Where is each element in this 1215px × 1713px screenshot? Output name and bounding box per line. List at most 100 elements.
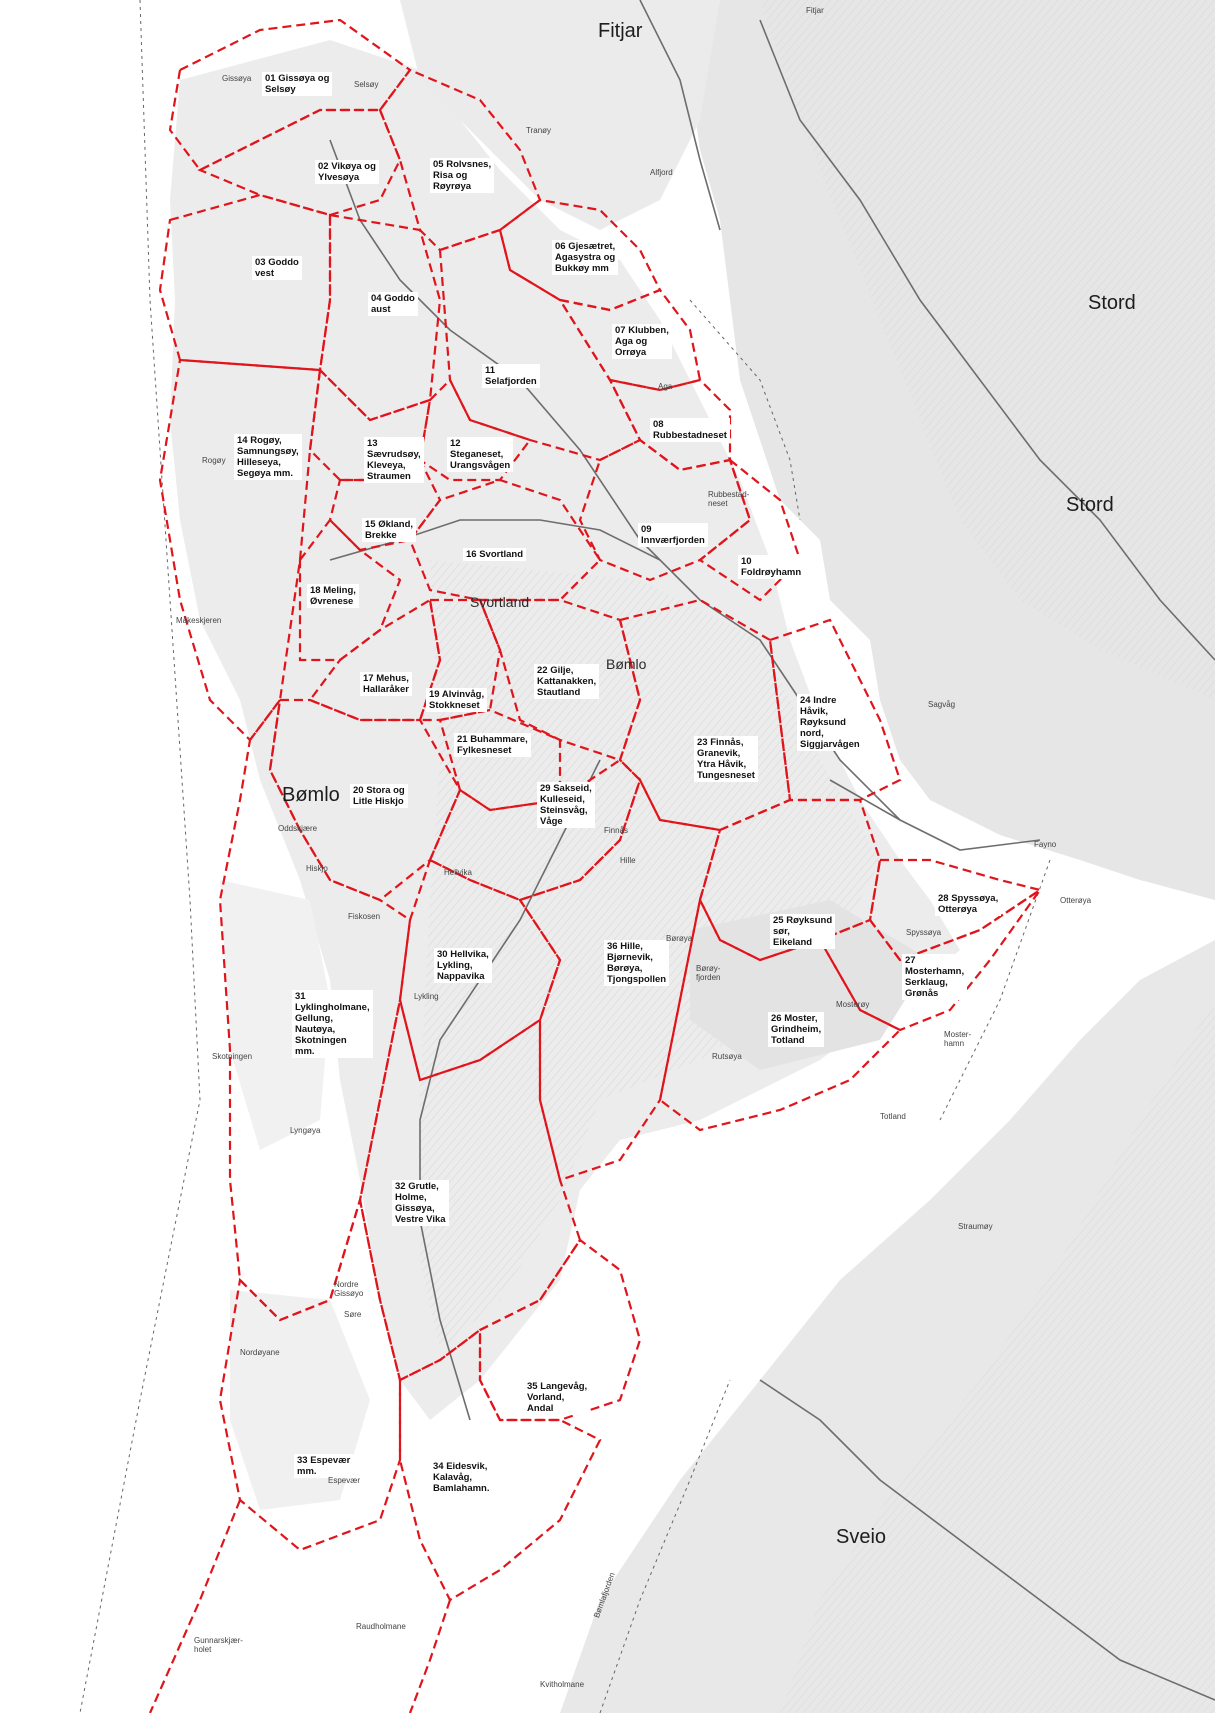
zone-label-24[interactable]: 24 Indre Håvik, Røyksund nord, Siggjarvå… bbox=[797, 694, 863, 751]
zone-label-17[interactable]: 17 Mehus, Hallaråker bbox=[360, 672, 412, 696]
place-stord-center: Stord bbox=[1066, 494, 1114, 516]
zone-label-32[interactable]: 32 Grutle, Holme, Gissøya, Vestre Vika bbox=[392, 1180, 449, 1226]
zone-label-15[interactable]: 15 Økland, Brekke bbox=[362, 518, 417, 542]
ferry-lines bbox=[79, 0, 1051, 1713]
zone-boundary-01 bbox=[168, 18, 412, 172]
zone-label-13[interactable]: 13 Sævrudsøy, Kleveya, Straumen bbox=[364, 437, 424, 483]
zone-label-06[interactable]: 06 Gjesætret, Agasystra og Bukkøy mm bbox=[552, 240, 619, 275]
road-south bbox=[419, 759, 601, 1421]
place-stord-north: Stord bbox=[1088, 292, 1136, 314]
zone-boundary-outer-south2 bbox=[408, 1599, 452, 1713]
zone-boundary-12 bbox=[418, 378, 532, 482]
zone-label-35[interactable]: 35 Langevåg, Vorland, Andal bbox=[524, 1380, 591, 1415]
place-sveio: Sveio bbox=[836, 1526, 887, 1548]
place-gunnarskjaerholet: Gunnarskjær- holet bbox=[194, 1636, 243, 1654]
place-rogoy: Rogøy bbox=[202, 456, 226, 465]
zone-label-25[interactable]: 25 Røyksund sør, Eikeland bbox=[770, 914, 836, 949]
zone-label-05[interactable]: 05 Rolvsnes, Risa og Røyrøya bbox=[430, 158, 495, 193]
place-hille: Hille bbox=[620, 856, 636, 865]
place-bomlo-secondary: Bømlo bbox=[606, 656, 647, 672]
zone-label-22[interactable]: 22 Gilje, Kattanakken, Stautland bbox=[534, 664, 600, 699]
mosterhamn-land bbox=[690, 900, 930, 1070]
place-oddskjaere: Oddskjære bbox=[278, 824, 318, 833]
place-selsoy: Selsøy bbox=[354, 80, 379, 89]
place-totland: Totland bbox=[880, 1112, 906, 1121]
zone-label-04[interactable]: 04 Goddo aust bbox=[368, 292, 418, 316]
place-fitjar: Fitjar bbox=[598, 20, 643, 42]
zone-boundary-19 bbox=[418, 598, 502, 722]
zone-boundary-32 bbox=[358, 999, 582, 1382]
zone-label-01[interactable]: 01 Gissøya og Selsøy bbox=[262, 72, 333, 96]
road-stord bbox=[759, 19, 1215, 661]
zone-boundary-08 bbox=[608, 378, 732, 472]
zone-label-31[interactable]: 31 Lyklingholmane, Gellung, Nautøya, Sko… bbox=[292, 990, 373, 1058]
road-fitjar bbox=[639, 0, 721, 231]
zone-boundary-24 bbox=[768, 618, 902, 802]
ferry-line-4 bbox=[939, 859, 1051, 1121]
land-layer bbox=[170, 0, 1215, 1713]
zone-label-30[interactable]: 30 Hellvika, Lykling, Nappavika bbox=[434, 948, 492, 983]
place-boroya: Børøya bbox=[666, 934, 693, 943]
place-mosteroy: Mosterøy bbox=[836, 1000, 870, 1009]
zone-label-27[interactable]: 27 Mosterhamn, Serklaug, Grønås bbox=[902, 954, 968, 1000]
zone-label-33[interactable]: 33 Espevær mm. bbox=[294, 1454, 354, 1478]
place-nordoyane: Nordøyane bbox=[240, 1348, 280, 1357]
zone-label-07[interactable]: 07 Klubben, Aga og Orrøya bbox=[612, 324, 672, 359]
zone-boundary-14 bbox=[158, 358, 322, 742]
zone-label-16[interactable]: 16 Svortland bbox=[463, 548, 527, 561]
zone-label-11[interactable]: 11 Selafjorden bbox=[482, 364, 540, 388]
zone-label-21[interactable]: 21 Buhammare, Fylkesneset bbox=[454, 733, 531, 757]
fitjar-island bbox=[400, 0, 720, 230]
place-rubbestadneset: Rubbestad- neset bbox=[708, 490, 750, 508]
zone-label-26[interactable]: 26 Moster, Grindheim, Totland bbox=[768, 1012, 825, 1047]
zone-boundary-18 bbox=[298, 518, 402, 662]
zone-label-09[interactable]: 09 Innværfjorden bbox=[638, 523, 708, 547]
road-sveio bbox=[759, 1379, 1215, 1701]
ferry-line-1 bbox=[689, 299, 801, 521]
place-nordre-gissoyo: Nordre Gissøyo bbox=[334, 1280, 364, 1298]
place-sagvag: Sagvåg bbox=[928, 700, 956, 709]
place-espevaer: Espevær bbox=[328, 1476, 361, 1485]
place-gissoya: Gissøya bbox=[222, 74, 252, 83]
place-boroyfjorden: Børøy- fjorden bbox=[696, 964, 721, 982]
place-sore: Søre bbox=[344, 1310, 362, 1319]
place-rutsoya: Rutsøya bbox=[712, 1052, 742, 1061]
zone-label-23[interactable]: 23 Finnås, Granevik, Ytra Håvik, Tungesn… bbox=[694, 736, 758, 782]
place-hellvika: Hellvika bbox=[444, 868, 473, 877]
place-kvitholmane: Kvitholmane bbox=[540, 1680, 585, 1689]
zone-label-19[interactable]: 19 Alvinvåg, Stokkneset bbox=[426, 688, 488, 712]
zone-label-14[interactable]: 14 Rogøy, Samnungsøy, Hilleseya, Segøya … bbox=[234, 434, 302, 480]
place-lyngoya: Lyngøya bbox=[290, 1126, 321, 1135]
zone-label-18[interactable]: 18 Meling, Øvrenese bbox=[307, 584, 359, 608]
zone-boundary-07 bbox=[557, 288, 702, 392]
zone-label-03[interactable]: 03 Goddo vest bbox=[252, 256, 302, 280]
zone-label-34[interactable]: 34 Eidesvik, Kalavåg, Bamlahamn. bbox=[430, 1460, 493, 1495]
zone-boundary-16 bbox=[408, 478, 602, 602]
place-hiskjo: Hiskjo bbox=[306, 864, 328, 873]
zone-label-28[interactable]: 28 Spyssøya, Otterøya bbox=[935, 892, 1002, 916]
zone-boundary-31 bbox=[218, 699, 412, 1322]
zone-boundary-34 bbox=[398, 1327, 602, 1602]
zone-boundary-36 bbox=[518, 777, 722, 1182]
zone-label-12[interactable]: 12 Steganeset, Urangsvågen bbox=[447, 437, 514, 472]
zone-label-10[interactable]: 10 Foldrøyhamn bbox=[738, 555, 805, 579]
ferry-line-3 bbox=[599, 1379, 731, 1713]
place-svortland: Svortland bbox=[470, 594, 530, 610]
mainland-stord-hatch bbox=[760, 0, 1215, 700]
zone-label-20[interactable]: 20 Stora og Litle Hiskjo bbox=[350, 784, 408, 808]
road-bridge bbox=[829, 779, 1041, 851]
zone-label-29[interactable]: 29 Sakseid, Kulleseid, Steinsvåg, Våge bbox=[537, 782, 595, 828]
zone-label-36[interactable]: 36 Hille, Bjørnevik, Børøya, Tjongspolle… bbox=[604, 940, 670, 986]
place-fitjar-small: Fitjar bbox=[806, 6, 824, 15]
zone-label-02[interactable]: 02 Vikøya og Ylvesøya bbox=[315, 160, 379, 184]
place-bomlo-main: Bømlo bbox=[282, 784, 340, 806]
place-mosterhamn: Moster- hamn bbox=[944, 1030, 972, 1048]
zone-boundary-10 bbox=[698, 456, 802, 602]
place-skotningen: Skotningen bbox=[212, 1052, 253, 1061]
zone-boundary-05 bbox=[378, 68, 542, 252]
zone-label-08[interactable]: 08 Rubbestadneset bbox=[650, 418, 730, 442]
zone-boundary-33 bbox=[218, 1199, 402, 1552]
zone-boundary-outer-south bbox=[148, 1499, 242, 1713]
place-tranoy: Tranøy bbox=[526, 126, 552, 135]
